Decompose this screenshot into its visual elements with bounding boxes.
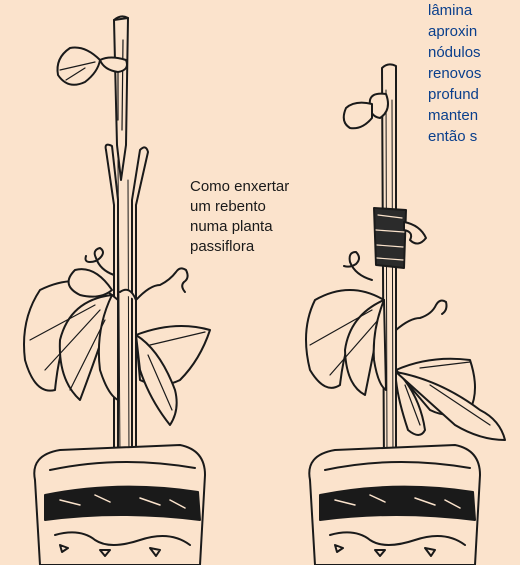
side-text-column: lâmina aproxin nódulos renovos profund m… [428, 0, 481, 147]
caption: Como enxertar um rebento numa planta pas… [190, 177, 289, 257]
right-pot [309, 445, 480, 565]
scion-cutting [58, 16, 129, 180]
caption-line: Como enxertar [190, 177, 289, 197]
side-text-line: aproxin [428, 21, 481, 42]
caption-line: passiflora [190, 237, 289, 257]
side-text-line: lâmina [428, 0, 481, 21]
left-pot [34, 445, 205, 565]
right-plant-leaves [306, 290, 505, 440]
side-text-line: profund [428, 84, 481, 105]
side-text-line: nódulos [428, 42, 481, 63]
caption-line: um rebento [190, 197, 289, 217]
side-text-line: renovos [428, 63, 481, 84]
caption-line: numa planta [190, 217, 289, 237]
side-text-line: então s [428, 126, 481, 147]
side-text-line: manten [428, 105, 481, 126]
